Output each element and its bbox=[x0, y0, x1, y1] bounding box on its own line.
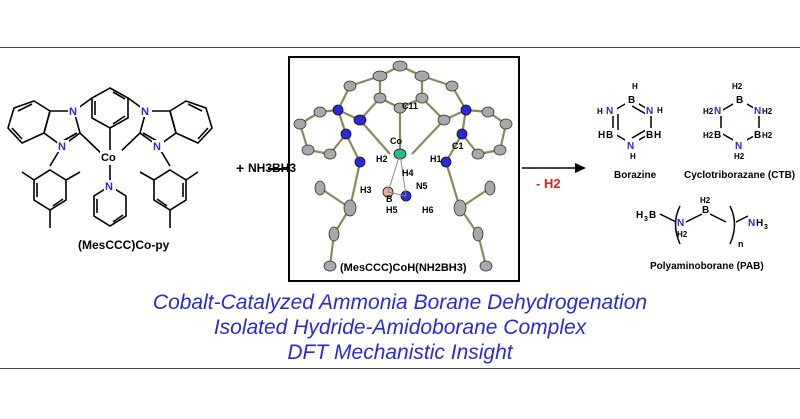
svg-text:B: B bbox=[649, 210, 656, 221]
svg-text:B: B bbox=[606, 130, 613, 141]
svg-text:Co: Co bbox=[101, 152, 116, 164]
plus-sign: + bbox=[236, 160, 245, 176]
svg-text:N: N bbox=[754, 106, 761, 117]
svg-text:H: H bbox=[654, 130, 661, 141]
svg-text:B: B bbox=[714, 130, 721, 141]
atom-label-h1: H1 bbox=[430, 154, 442, 164]
svg-text:B: B bbox=[628, 95, 635, 106]
product-ctb: Cyclotriborazane (CTB) bbox=[684, 170, 796, 181]
atom-label-c1: C1 bbox=[452, 141, 464, 151]
atom-label-n5: N5 bbox=[416, 181, 428, 191]
bottom-rule bbox=[0, 368, 800, 369]
svg-text:N: N bbox=[627, 141, 634, 152]
svg-text:B: B bbox=[754, 130, 761, 141]
svg-text:B: B bbox=[646, 130, 653, 141]
svg-text:N: N bbox=[58, 141, 66, 153]
headline-line-1: Cobalt-Catalyzed Ammonia Borane Dehydrog… bbox=[152, 291, 648, 314]
crystal-structure-panel bbox=[288, 56, 520, 282]
top-rule bbox=[0, 47, 800, 48]
svg-text:H: H bbox=[597, 107, 603, 116]
svg-text:N: N bbox=[748, 218, 755, 229]
svg-text:N: N bbox=[105, 181, 113, 193]
svg-text:H2: H2 bbox=[732, 82, 743, 91]
hydrogen-loss-label: - H2 bbox=[536, 176, 561, 191]
atom-label-h6: H6 bbox=[422, 205, 434, 215]
crystal-structure-image bbox=[293, 60, 513, 272]
svg-text:N: N bbox=[69, 106, 77, 118]
svg-text:N: N bbox=[735, 141, 742, 152]
svg-text:H2: H2 bbox=[703, 107, 714, 116]
reagent-connector bbox=[268, 168, 288, 170]
svg-text:B: B bbox=[736, 95, 743, 106]
atom-label-b: B bbox=[386, 194, 393, 204]
reactant-label: (MesCCC)Co-py bbox=[78, 238, 170, 252]
svg-text:3: 3 bbox=[764, 224, 768, 231]
svg-text:H2: H2 bbox=[677, 230, 688, 239]
svg-text:H2: H2 bbox=[734, 152, 745, 161]
svg-text:H2: H2 bbox=[700, 196, 711, 205]
svg-text:B: B bbox=[702, 205, 709, 216]
headline-line-3: DFT Mechanistic Insight bbox=[287, 341, 513, 364]
crystal-caption: (MesCCC)CoH(NH2BH3) bbox=[340, 262, 467, 274]
svg-text:3: 3 bbox=[644, 216, 648, 223]
svg-text:H: H bbox=[632, 82, 638, 91]
atom-label-co: Co bbox=[390, 136, 402, 146]
atom-label-h5: H5 bbox=[386, 205, 398, 215]
svg-text:H2: H2 bbox=[762, 131, 773, 140]
svg-text:H: H bbox=[657, 106, 663, 115]
svg-text:H: H bbox=[598, 130, 605, 141]
svg-text:N: N bbox=[141, 106, 149, 118]
product-pab: Polyaminoborane (PAB) bbox=[650, 261, 764, 272]
atom-label-h3: H3 bbox=[360, 185, 372, 195]
svg-text:N: N bbox=[153, 141, 161, 153]
atom-label-h2: H2 bbox=[376, 154, 388, 164]
svg-text:H: H bbox=[636, 210, 643, 221]
product-borazine: Borazine bbox=[614, 170, 657, 181]
svg-text:N: N bbox=[646, 106, 653, 117]
svg-text:H2: H2 bbox=[703, 131, 714, 140]
atom-label-c11: C11 bbox=[402, 101, 419, 111]
svg-text:n: n bbox=[738, 239, 744, 249]
headline-line-2: Isolated Hydride-Amidoborane Complex bbox=[213, 316, 587, 339]
svg-text:N: N bbox=[606, 106, 613, 117]
atom-label-h4: H4 bbox=[402, 168, 414, 178]
svg-text:N: N bbox=[677, 218, 684, 229]
svg-text:N: N bbox=[714, 106, 721, 117]
svg-text:H2: H2 bbox=[762, 107, 773, 116]
svg-text:H: H bbox=[630, 152, 636, 161]
svg-text:H: H bbox=[756, 218, 763, 229]
